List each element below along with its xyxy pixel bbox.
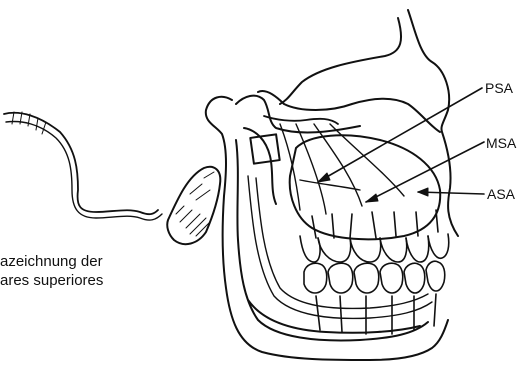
asa-label: ASA bbox=[487, 187, 515, 201]
asa-arrowhead bbox=[418, 188, 428, 196]
nasal-bone-outline bbox=[408, 10, 458, 236]
coronoid-outline bbox=[244, 128, 276, 204]
stylohyoid-strand bbox=[4, 113, 158, 214]
psa-arrowhead bbox=[318, 173, 330, 182]
msa-arrowhead bbox=[366, 194, 378, 202]
ramus-inner-outline bbox=[236, 140, 428, 340]
mandibular-canal-inner bbox=[256, 178, 428, 308]
upper-teeth bbox=[300, 210, 449, 262]
lower-teeth bbox=[304, 261, 445, 334]
skull-base-fragment bbox=[167, 167, 220, 244]
msa-label: MSA bbox=[486, 136, 516, 150]
zygomatic-window bbox=[250, 134, 279, 163]
psa-label: PSA bbox=[485, 81, 513, 95]
figure-caption: azeichnung der ares superiores bbox=[0, 252, 103, 290]
zygomatic-outline bbox=[258, 91, 440, 132]
nerve-trunk bbox=[264, 116, 338, 124]
caption-line-1: azeichnung der bbox=[0, 252, 103, 271]
stylohyoid-strand-inner bbox=[6, 122, 162, 221]
caption-line-2: ares superiores bbox=[0, 271, 103, 290]
nasal-inner-outline bbox=[280, 18, 401, 104]
